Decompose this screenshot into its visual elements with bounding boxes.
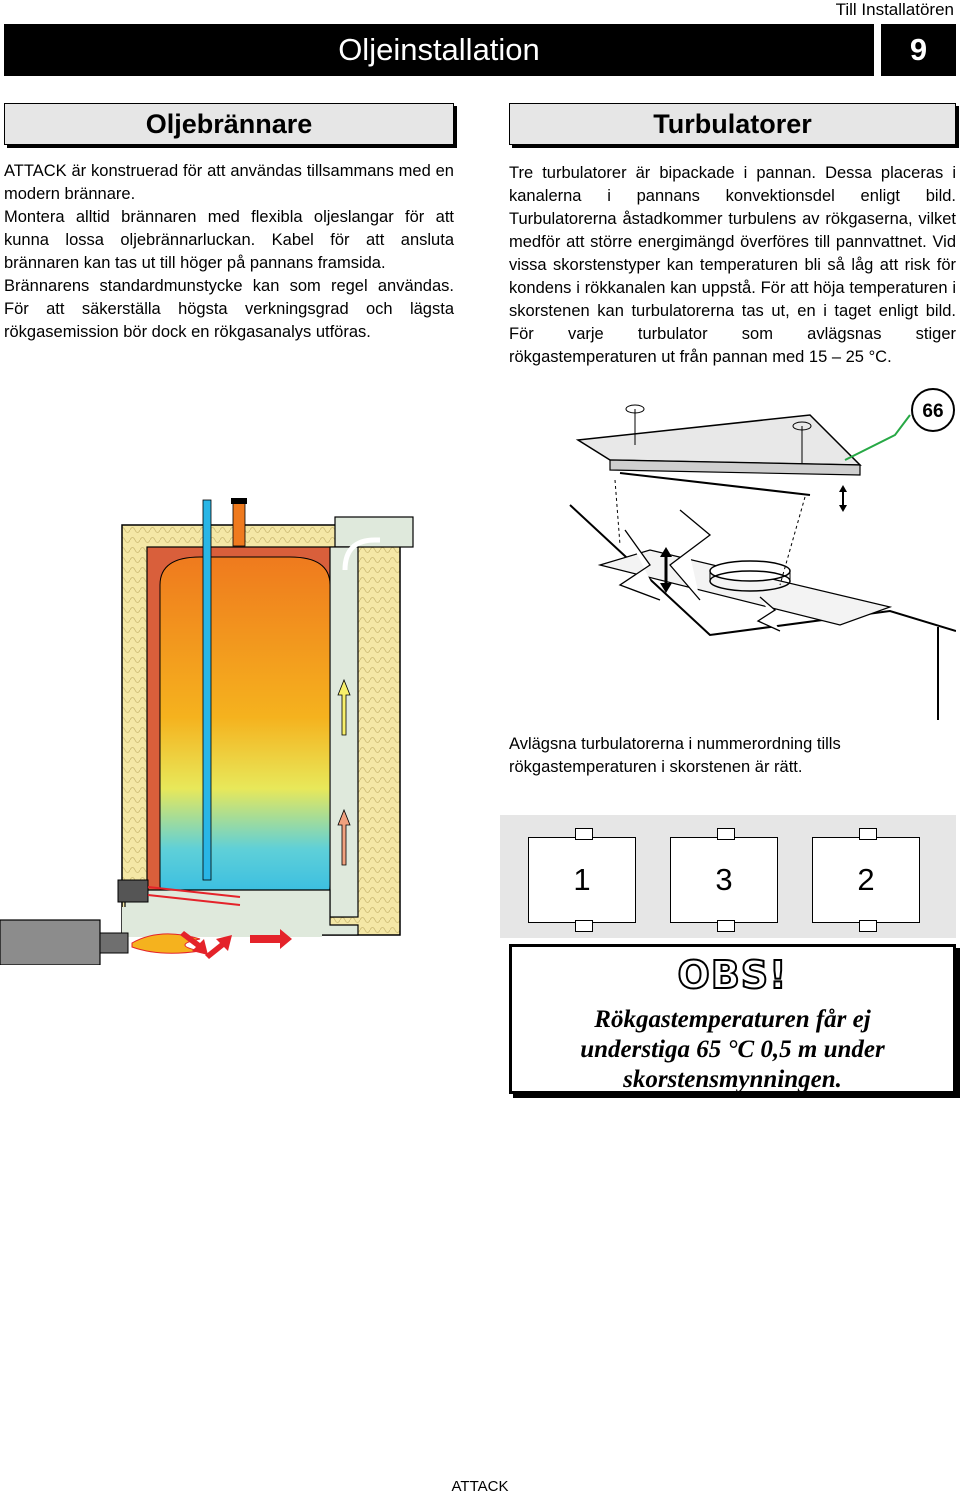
section-heading-turbulatorer: Turbulatorer (509, 103, 956, 145)
order-number-3: 2 (857, 862, 875, 897)
left-text: ATTACK är konstruerad för att användas t… (4, 160, 454, 344)
order-box-3: 2 (812, 828, 920, 932)
obs-text: Rökgastemperaturen får ej understiga 65 … (580, 1006, 885, 1093)
left-paragraph-1: ATTACK är konstruerad för att användas t… (4, 162, 454, 203)
page-number: 9 (881, 24, 956, 76)
order-box-2: 3 (670, 828, 778, 932)
order-box-1: 1 (528, 828, 636, 932)
obs-warning-box: OBS! Rökgastemperaturen får ej understig… (509, 944, 956, 1094)
boiler-cross-section (0, 498, 414, 965)
footer-brand: ATTACK (451, 1478, 509, 1495)
figure-number-badge: 66 (911, 388, 955, 432)
turbulator-caption: Avlägsna turbulatorerna i nummerordning … (509, 735, 841, 776)
removal-order-panel: 1 3 2 (500, 815, 956, 938)
left-paragraph-3: Brännarens standardmunstycke kan som reg… (4, 277, 454, 341)
section-heading-oljebrannare: Oljebrännare (4, 103, 454, 145)
order-number-1: 1 (573, 862, 591, 897)
header-bar (4, 24, 874, 76)
turbulator-paragraph: Tre turbulatorer är bipackade i pannan. … (509, 164, 956, 366)
obs-title: OBS! (677, 952, 788, 998)
turbulator-illustration (569, 404, 956, 720)
order-number-2: 3 (715, 862, 733, 897)
figure-number: 66 (922, 401, 943, 422)
top-label: Till Installatören (835, 0, 954, 19)
left-paragraph-2: Montera alltid brännaren med flexibla ol… (4, 208, 454, 272)
page-title: Oljeinstallation (338, 32, 540, 67)
